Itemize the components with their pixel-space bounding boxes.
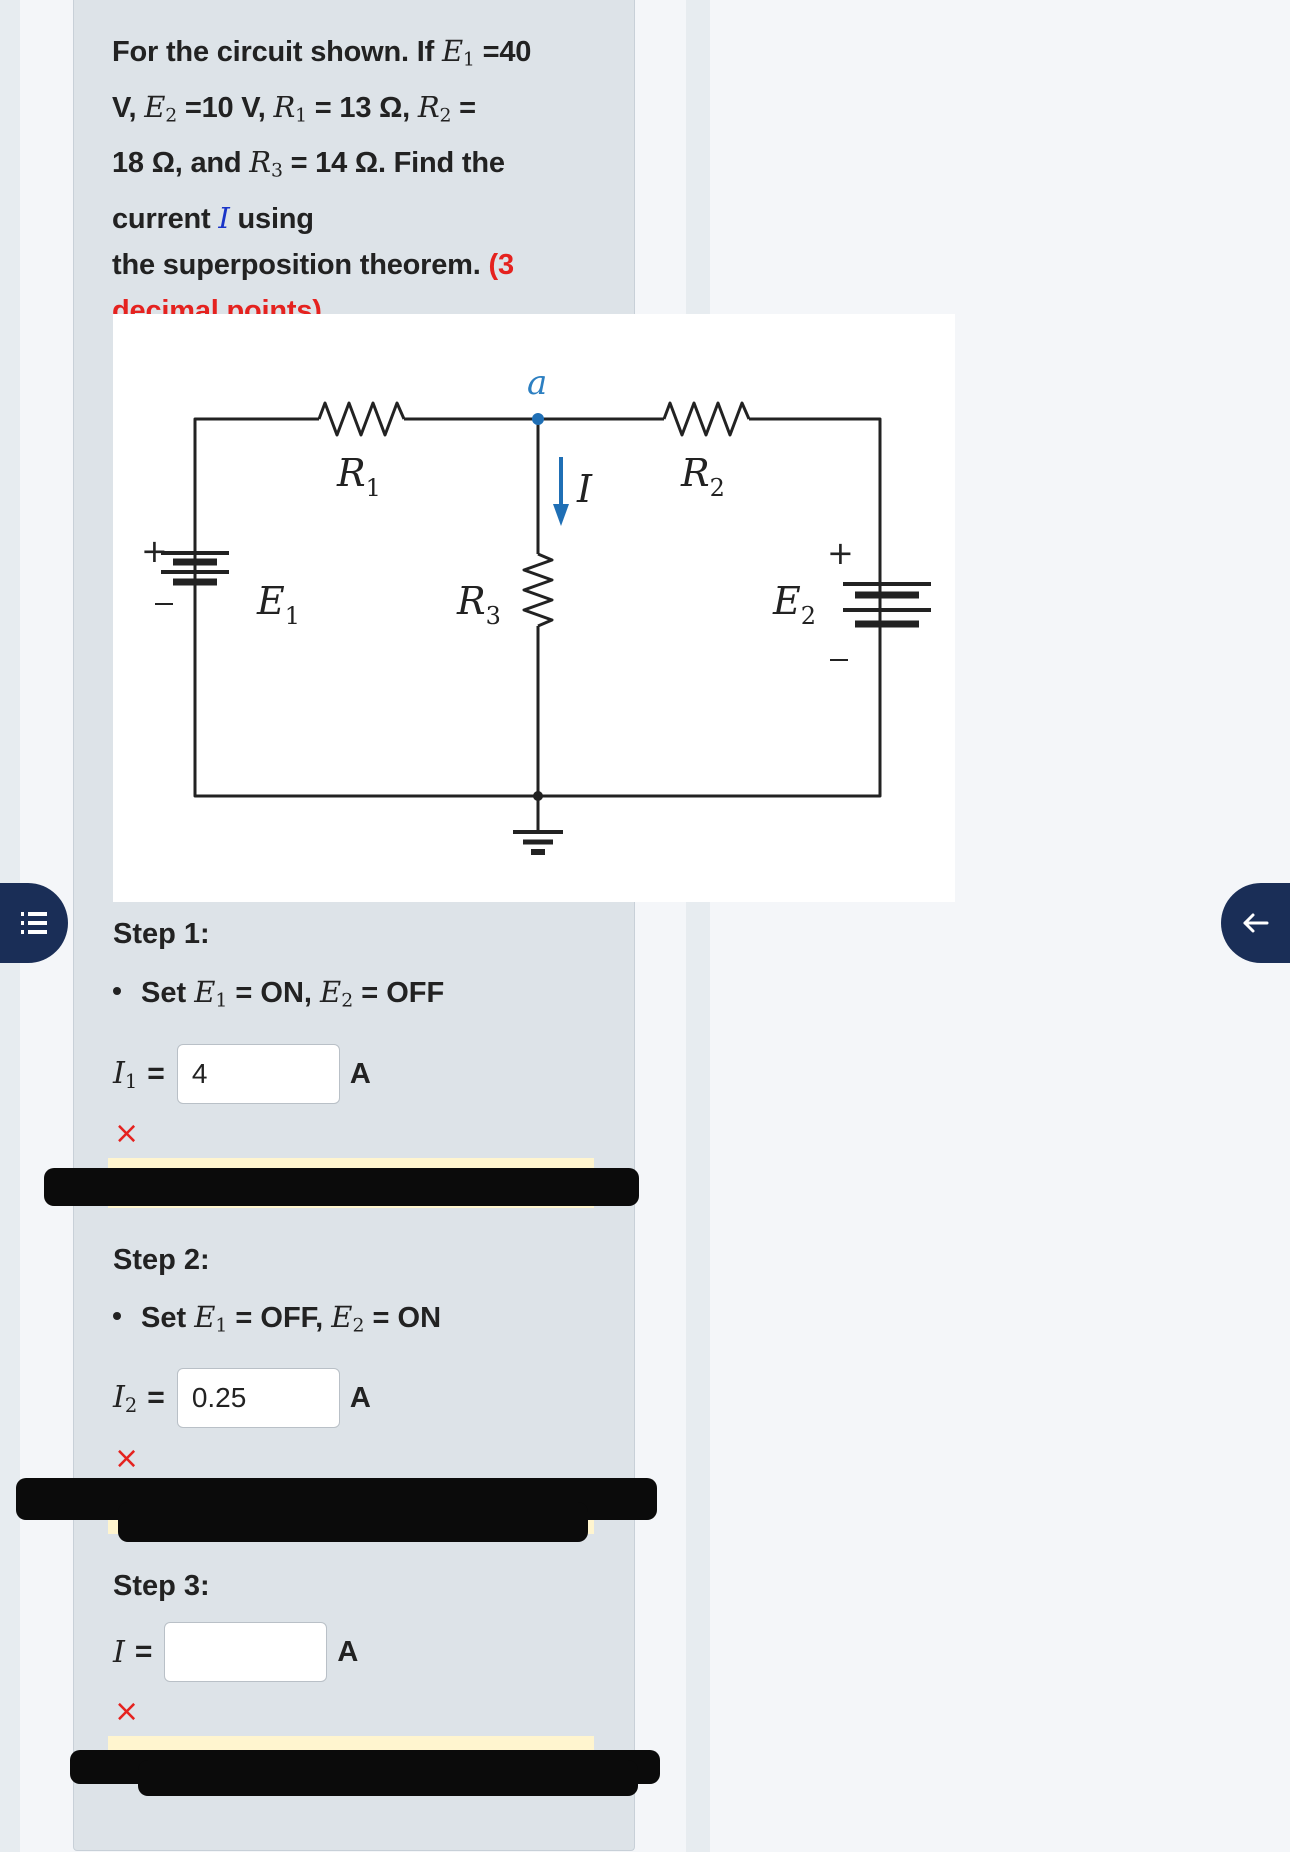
current-symbol: I: [218, 201, 230, 236]
e2-label: E: [772, 579, 801, 623]
step2-instruction: Set E1 = OFF, E2 = ON: [113, 1300, 441, 1337]
step2-answer-input[interactable]: [176, 1368, 340, 1428]
svg-text:R1: R1: [336, 451, 381, 502]
wire-top-left: [193, 417, 319, 550]
step1-instruction: Set E1 = ON, E2 = OFF: [113, 975, 444, 1012]
step1-label: I1: [113, 1055, 138, 1093]
step2-unit: A: [349, 1381, 371, 1414]
battery-e1: [155, 550, 229, 605]
ground-symbol: [513, 830, 563, 855]
current-label: I: [576, 467, 593, 511]
svg-text:E1: E1: [256, 579, 300, 630]
menu-toggle-button[interactable]: [0, 883, 68, 963]
wire-top-right: [749, 417, 882, 576]
step2-label: I2: [113, 1379, 138, 1417]
step1-answer-row: I1 = A: [113, 1044, 371, 1104]
question-panel: [73, 0, 635, 1851]
step1-incorrect-icon: ×: [114, 1116, 140, 1151]
battery-e2: [830, 576, 931, 661]
node-a-label: a: [527, 363, 547, 403]
step3-answer-row: I = A: [113, 1622, 358, 1682]
svg-text:E2: E2: [772, 579, 816, 630]
e2-plus-sign: +: [827, 534, 854, 572]
step2-redaction-lower: [118, 1502, 588, 1542]
step1-title: Step 1:: [113, 918, 210, 950]
step1-redaction: [44, 1168, 639, 1206]
step3-incorrect-icon: ×: [114, 1694, 140, 1729]
resistor-r3: [522, 552, 554, 628]
step3-label: I: [113, 1634, 125, 1670]
arrow-left-icon: [1243, 913, 1268, 933]
question-text: For the circuit shown. If E1 =40 V, E2 =…: [112, 34, 532, 328]
r3-label: R: [456, 579, 486, 623]
node-a-dot: [532, 413, 544, 425]
resistor-r1: [317, 401, 406, 437]
step3-redaction-lower: [138, 1760, 638, 1796]
svg-text:R3: R3: [456, 579, 501, 630]
step3-answer-input[interactable]: [164, 1622, 328, 1682]
r1-label: R: [336, 451, 366, 495]
ground-junction-dot: [533, 791, 543, 801]
resistor-r2: [662, 401, 751, 437]
step3-unit: A: [337, 1635, 359, 1668]
step1-answer-input[interactable]: [176, 1044, 340, 1104]
step1-unit: A: [349, 1057, 371, 1090]
e1-label: E: [256, 579, 285, 623]
back-button[interactable]: [1221, 883, 1290, 963]
r2-label: R: [680, 451, 710, 495]
right-gutter: [686, 0, 710, 1852]
step3-title: Step 3:: [113, 1570, 210, 1602]
current-arrow: [553, 457, 569, 526]
step2-incorrect-icon: ×: [114, 1441, 140, 1476]
step2-title: Step 2:: [113, 1244, 210, 1276]
list-icon: [21, 912, 47, 934]
circuit-diagram: a I R1 R2 R3 E1 E2 + +: [113, 314, 955, 902]
step2-answer-row: I2 = A: [113, 1368, 371, 1428]
e1-plus-sign: +: [141, 532, 168, 570]
svg-text:R2: R2: [680, 451, 725, 502]
